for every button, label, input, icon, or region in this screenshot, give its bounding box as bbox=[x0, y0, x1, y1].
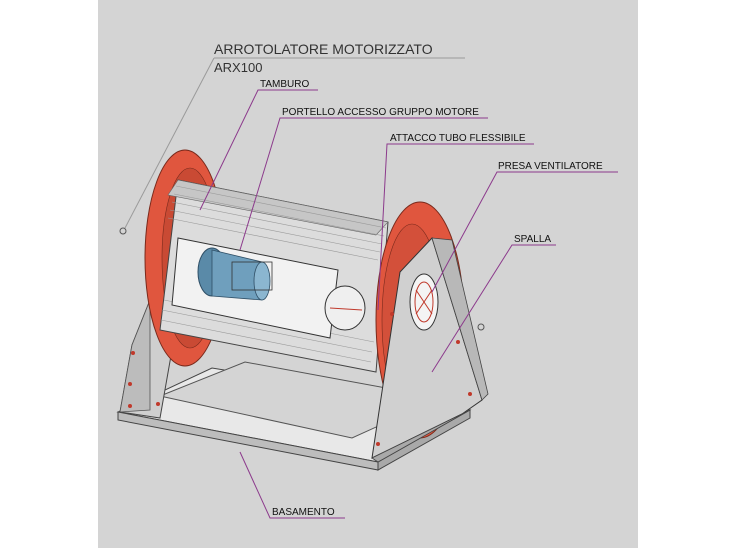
fan-intake bbox=[409, 273, 439, 331]
label-spalla: SPALLA bbox=[514, 234, 551, 245]
right-support bbox=[371, 237, 489, 463]
label-attacco: ATTACCO TUBO FLESSIBILE bbox=[390, 133, 526, 144]
leader-portello bbox=[239, 117, 488, 251]
reference-point bbox=[477, 323, 485, 331]
label-portello: PORTELLO ACCESSO GRUPPO MOTORE bbox=[282, 107, 479, 118]
leader-presa bbox=[431, 171, 618, 293]
title-model: ARX100 bbox=[214, 60, 262, 75]
leader-lines bbox=[199, 89, 618, 519]
leader-tamburo bbox=[199, 89, 318, 211]
label-presa: PRESA VENTILATORE bbox=[498, 161, 603, 172]
leader-attacco bbox=[377, 143, 534, 311]
motor-access-door bbox=[171, 237, 366, 339]
title-main: ARROTOLATORE MOTORIZZATO bbox=[214, 41, 433, 57]
title-leader-end bbox=[119, 227, 127, 235]
leader-spalla bbox=[431, 244, 556, 373]
title-leader bbox=[124, 57, 215, 229]
leader-basamento bbox=[239, 451, 345, 519]
label-tamburo: TAMBURO bbox=[260, 79, 309, 90]
label-basamento: BASAMENTO bbox=[272, 507, 335, 518]
